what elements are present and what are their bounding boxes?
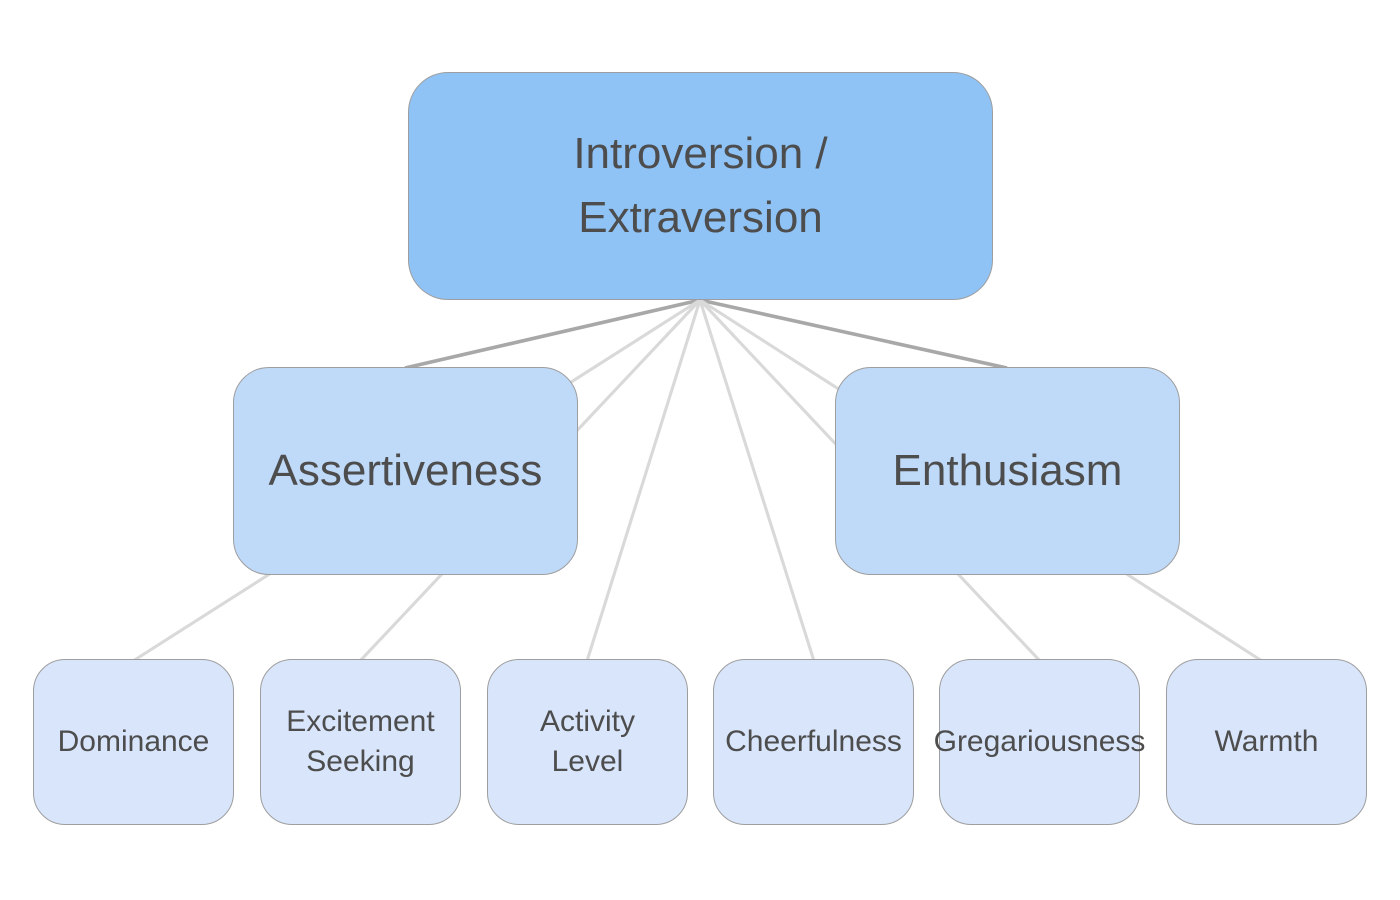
edge-root-enthusiasm xyxy=(699,298,1008,370)
node-label: Excitement Seeking xyxy=(286,705,435,778)
node-label: Introversion / Extraversion xyxy=(573,128,828,242)
node-gregariousness: Gregariousness xyxy=(934,659,1145,825)
node-warmth: Warmth xyxy=(1166,659,1367,825)
node-enthusiasm: Enthusiasm xyxy=(835,367,1180,575)
node-label: Cheerfulness xyxy=(725,725,902,759)
edge-root-activity_level xyxy=(585,299,702,662)
node-introversion-extraversion: Introversion / Extraversion xyxy=(408,72,993,300)
node-assertiveness: Assertiveness xyxy=(233,367,578,575)
node-label: Warmth xyxy=(1214,725,1319,759)
node-label: Dominance xyxy=(57,725,210,759)
node-activity-level: Activity Level xyxy=(487,659,688,825)
node-label: Gregariousness xyxy=(933,725,1146,759)
node-excitement-seeking: Excitement Seeking xyxy=(260,659,461,825)
node-dominance: Dominance xyxy=(33,659,234,825)
node-label: Enthusiasm xyxy=(892,446,1123,496)
node-label: Assertiveness xyxy=(268,446,543,496)
node-cheerfulness: Cheerfulness xyxy=(713,659,914,825)
edge-root-cheerfulness xyxy=(698,299,816,662)
edge-root-assertiveness xyxy=(404,298,701,370)
node-label: Activity Level xyxy=(539,705,635,778)
